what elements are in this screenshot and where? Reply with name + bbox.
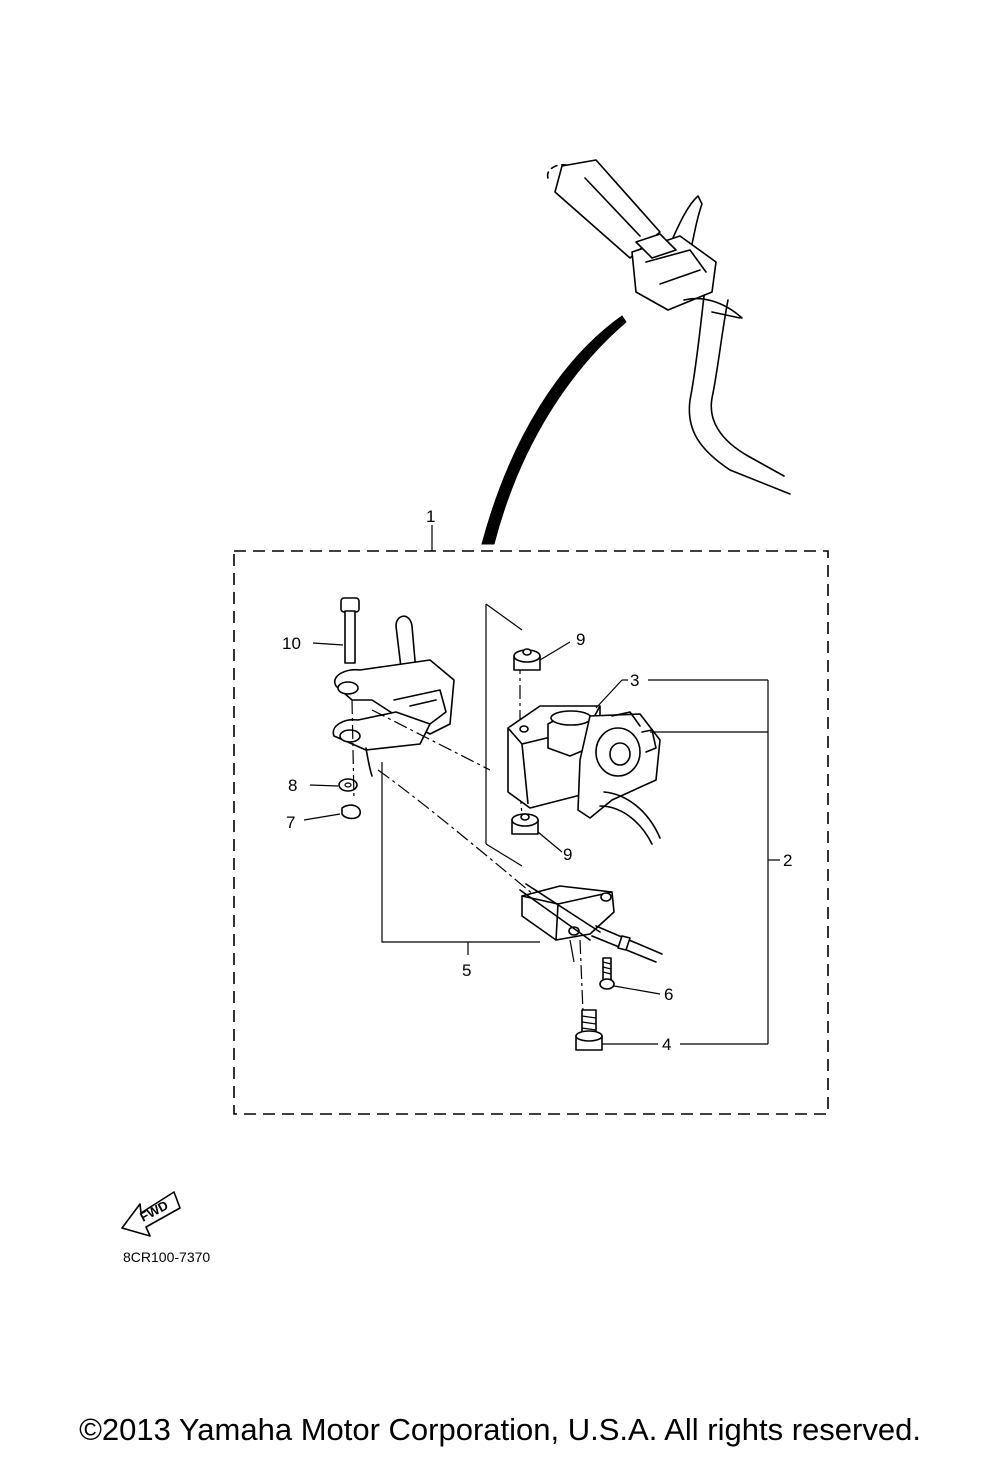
part-10-pin: 10 — [282, 597, 360, 664]
part-9-grommet-upper: 9 — [513, 630, 585, 671]
callout-5: 5 — [462, 961, 471, 980]
handlebar-illustration — [546, 159, 791, 495]
assembly-pointer — [481, 315, 627, 545]
callout-9-lower: 9 — [563, 845, 572, 864]
part-9-grommet-lower: 9 — [511, 813, 572, 864]
callout-8: 8 — [288, 776, 297, 795]
fwd-arrow-icon: FWD — [121, 1191, 181, 1237]
part-3-throttle-body — [507, 705, 661, 845]
callout-1: 1 — [426, 507, 435, 526]
part-5-switch-block — [519, 883, 663, 963]
part-4-bolt: 4 — [575, 1009, 768, 1054]
callout-3: 3 — [630, 671, 639, 690]
callout-10: 10 — [282, 634, 301, 653]
diagram-code: 8CR100-7370 — [123, 1249, 211, 1265]
part-6-screw: 6 — [599, 957, 673, 1004]
callout-7: 7 — [286, 813, 295, 832]
callout-2: 2 — [783, 851, 792, 870]
copyright-notice: ©2013 Yamaha Motor Corporation, U.S.A. A… — [79, 1412, 921, 1447]
part-8-washer: 8 — [288, 776, 358, 795]
part-7-clip: 7 — [286, 804, 361, 832]
callout-6: 6 — [664, 985, 673, 1004]
assembly-boundary — [233, 550, 829, 1115]
throttle-lever-bracket — [332, 615, 455, 777]
callout-4: 4 — [662, 1035, 671, 1054]
callout-9-upper: 9 — [576, 630, 585, 649]
